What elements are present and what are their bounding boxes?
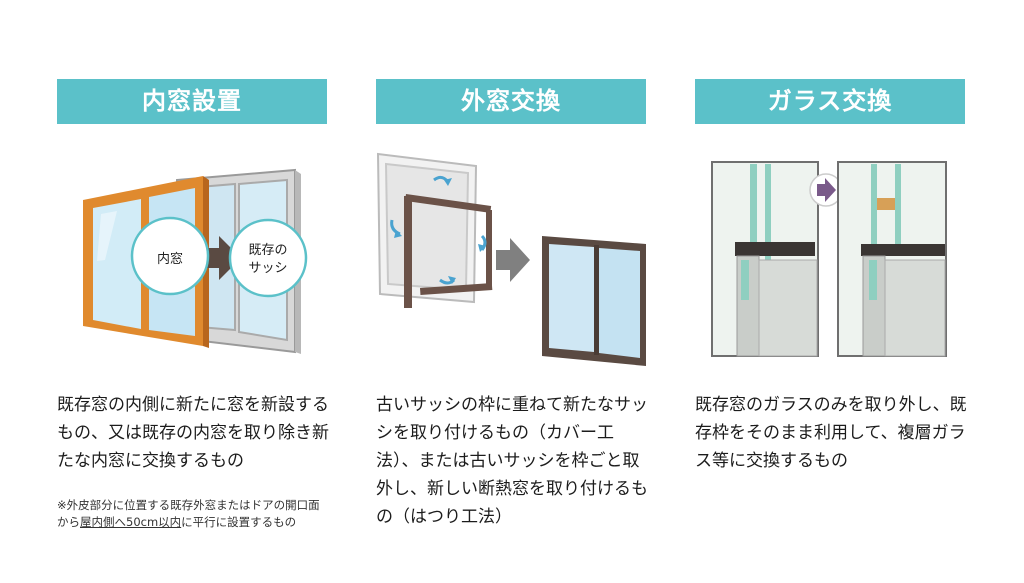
inner-window-illustration: [57, 140, 329, 370]
section-description-inner-window: 既存窓の内側に新たに窓を新設するもの、又は既存の内窓を取り除き新たな内窓に交換す…: [57, 395, 329, 471]
arrow-right-icon: [809, 173, 843, 207]
section-note-inner-window: ※外皮部分に位置する既存外窓またはドアの開口面から屋内側へ50cm以内に平行に設…: [57, 497, 329, 531]
double-glazing-section-image: [837, 161, 947, 357]
note-prefix: ※外皮部分に位置する既存外窓またはドアの開口面から: [57, 498, 320, 529]
arrow-right-icon: [202, 236, 241, 280]
new-window-image: [542, 236, 646, 366]
glass-replacement-diagram: [711, 161, 947, 357]
label-bubble-inner: [130, 216, 210, 296]
arrow-right-icon: [496, 238, 530, 282]
bubble-label-inner: 内窓: [156, 252, 183, 267]
note-underlined: 屋内側へ50cm以内: [80, 515, 182, 529]
label-bubble-existing: [228, 218, 308, 298]
section-title-inner-window: 内窓設置: [57, 79, 327, 124]
section-title-outer-window: 外窓交換: [376, 79, 646, 124]
outer-window-illustration: [376, 140, 648, 370]
section-inner-window: 内窓設置: [57, 0, 329, 583]
section-title-glass-replacement: ガラス交換: [695, 79, 965, 124]
inner-window-diagram: [83, 168, 308, 354]
bubble-label-existing-1: 既存の: [248, 243, 288, 258]
section-glass-replacement: ガラス交換: [695, 0, 967, 583]
note-suffix: に平行に設置するもの: [181, 515, 297, 529]
section-description-glass-replacement: 既存窓のガラスのみを取り外し、既存枠をそのまま利用して、複層ガラス等に交換するも…: [695, 395, 967, 471]
glass-replacement-illustration: [695, 140, 967, 370]
existing-glass-section-image: [711, 161, 819, 357]
outer-window-diagram: [376, 152, 646, 366]
bubble-label-existing-2: サッシ: [248, 261, 288, 276]
old-frame-image: [376, 152, 493, 308]
section-description-outer-window: 古いサッシの枠に重ねて新たなサッシを取り付けるもの（カバー工法）、または古いサッ…: [376, 395, 648, 527]
section-outer-window: 外窓交換: [376, 0, 648, 583]
